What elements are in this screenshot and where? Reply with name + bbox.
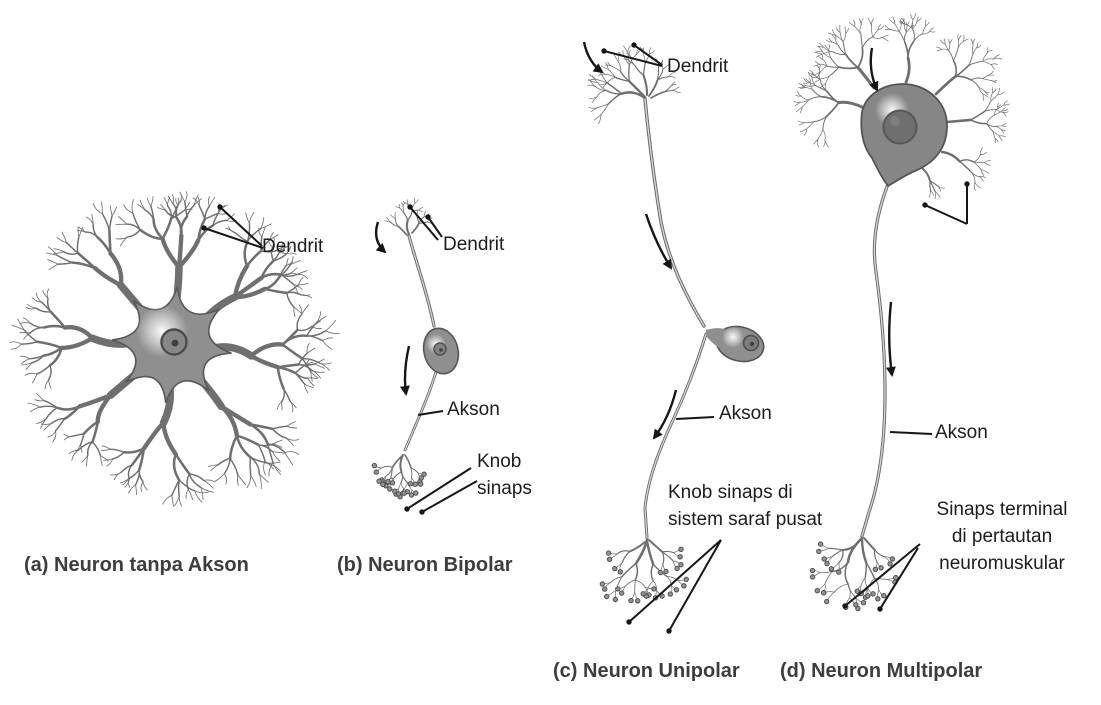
- label-a-dendrit: Dendrit: [262, 236, 324, 257]
- label-c-dendrit: Dendrit: [667, 56, 729, 77]
- neuron-anaxonic-drawing: [9, 191, 340, 507]
- label-c-akson: Akson: [719, 403, 772, 424]
- neuron-bipolar-drawing: [371, 197, 460, 500]
- caption-neuron-unipolar: (c) Neuron Unipolar: [553, 660, 740, 682]
- neuron-multipolar-drawing: [793, 12, 1010, 612]
- label-b-knob-sinaps: Knob sinaps: [477, 451, 532, 499]
- caption-neuron-bipolar: (b) Neuron Bipolar: [337, 554, 513, 576]
- label-c-knob-sinaps: Knob sinaps di sistem saraf pusat: [668, 482, 823, 530]
- label-d-akson: Akson: [935, 422, 988, 443]
- caption-neuron-multipolar: (d) Neuron Multipolar: [780, 660, 983, 682]
- label-b-akson: Akson: [447, 399, 500, 420]
- caption-neuron-tanpa-akson: (a) Neuron tanpa Akson: [24, 554, 249, 576]
- annotation-arrows-and-pointers: [201, 41, 970, 634]
- label-b-dendrit: Dendrit: [443, 234, 505, 255]
- label-d-sinaps-terminal: Sinaps terminal di pertautan neuromuskul…: [936, 499, 1068, 574]
